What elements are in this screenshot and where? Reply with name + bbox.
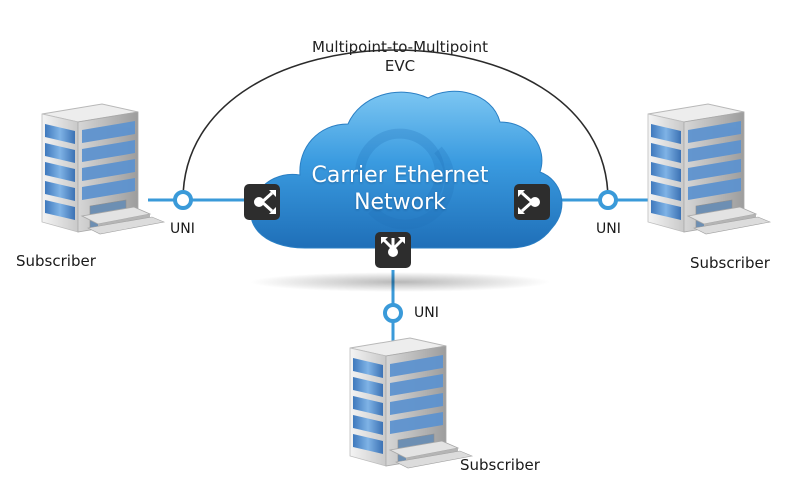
evc-arc	[182, 49, 609, 201]
switch-icon-right	[514, 184, 550, 220]
switch-icon-bottom	[375, 232, 411, 268]
cloud-label: Carrier Ethernet Network	[270, 162, 530, 216]
switch-icon-left	[244, 184, 280, 220]
cloud-shadow	[250, 272, 550, 292]
subscriber-label-bottom: Subscriber	[460, 456, 540, 474]
subscriber-building-right	[647, 103, 771, 235]
cloud-label-line1: Carrier Ethernet	[311, 163, 489, 188]
cloud-label-line2: Network	[354, 190, 446, 215]
subscriber-label-left: Subscriber	[16, 252, 96, 270]
uni-label-left: UNI	[170, 221, 195, 237]
evc-label-line1: Multipoint-to-Multipoint	[311, 38, 488, 56]
evc-label-line2: EVC	[384, 57, 416, 75]
uni-point-right	[598, 190, 618, 210]
evc-label: Multipoint-to-Multipoint EVC	[250, 38, 550, 76]
subscriber-building-bottom	[349, 337, 473, 469]
uni-point-bottom	[383, 303, 403, 323]
uni-point-left	[173, 190, 193, 210]
subscriber-label-right: Subscriber	[690, 254, 770, 272]
uni-label-bottom: UNI	[414, 305, 439, 321]
subscriber-building-left	[41, 103, 165, 235]
uni-label-right: UNI	[596, 221, 621, 237]
